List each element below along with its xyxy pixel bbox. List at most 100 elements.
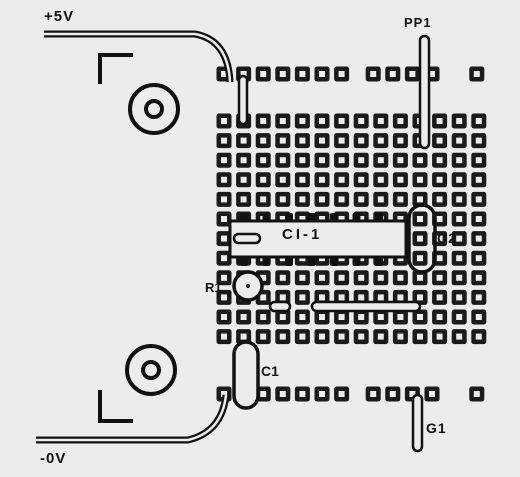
solder-pad <box>392 270 408 286</box>
solder-pad <box>255 329 271 345</box>
solder-pad <box>275 66 291 82</box>
solder-pad <box>451 329 467 345</box>
small-jumper <box>268 300 292 313</box>
solder-pad <box>216 211 232 227</box>
solder-pad <box>353 329 369 345</box>
solder-pad <box>236 309 252 325</box>
minus-0v-label: -0V <box>40 450 67 467</box>
top-rail-jumper <box>237 74 249 126</box>
solder-pad <box>275 191 291 207</box>
solder-pad <box>275 386 291 402</box>
solder-pad <box>275 152 291 168</box>
solder-pad <box>365 386 381 402</box>
solder-pad <box>314 172 330 188</box>
plus-5v-label: +5V <box>44 8 75 25</box>
solder-pad <box>451 289 467 305</box>
capacitor-c1 <box>232 340 260 410</box>
solder-pad <box>385 386 401 402</box>
solder-pad <box>294 133 310 149</box>
solder-pad <box>334 270 350 286</box>
solder-pad <box>216 329 232 345</box>
solder-pad <box>451 172 467 188</box>
solder-pad <box>392 113 408 129</box>
solder-pad <box>469 66 485 82</box>
solder-pad <box>236 191 252 207</box>
solder-pad <box>451 152 467 168</box>
solder-pad <box>236 152 252 168</box>
solder-pad <box>255 133 271 149</box>
solder-pad <box>294 289 310 305</box>
solder-pad <box>294 152 310 168</box>
c1-label: C1 <box>261 363 279 379</box>
solder-pad <box>412 309 428 325</box>
solder-pad <box>275 113 291 129</box>
solder-pad <box>275 270 291 286</box>
solder-pad <box>471 172 487 188</box>
solder-pad <box>373 191 389 207</box>
solder-pad <box>373 309 389 325</box>
solder-pad <box>471 191 487 207</box>
solder-pad <box>373 113 389 129</box>
solder-pad <box>365 66 381 82</box>
solder-pad <box>412 172 428 188</box>
solder-pad <box>373 270 389 286</box>
solder-pad <box>255 66 271 82</box>
solder-pad <box>334 329 350 345</box>
solder-pad <box>432 113 448 129</box>
solder-pad <box>432 270 448 286</box>
g1-terminal-wire <box>411 393 424 453</box>
solder-pad <box>334 152 350 168</box>
solder-pad <box>432 191 448 207</box>
solder-pad <box>412 152 428 168</box>
solder-pad <box>294 386 310 402</box>
solder-pad <box>432 172 448 188</box>
solder-pad <box>275 309 291 325</box>
solder-pad <box>392 329 408 345</box>
solder-pad <box>216 172 232 188</box>
solder-pad <box>294 191 310 207</box>
mounting-hole-top <box>128 83 180 135</box>
solder-pad <box>236 133 252 149</box>
ic-pin <box>307 257 316 266</box>
solder-pad <box>471 231 487 247</box>
solder-pad <box>216 191 232 207</box>
solder-pad <box>451 191 467 207</box>
solder-pad <box>314 386 330 402</box>
solder-pad <box>451 113 467 129</box>
solder-pad <box>451 211 467 227</box>
solder-pad <box>471 152 487 168</box>
solder-pad <box>469 386 485 402</box>
solder-pad <box>255 152 271 168</box>
solder-pad <box>471 309 487 325</box>
solder-pad <box>412 270 428 286</box>
solder-pad <box>471 329 487 345</box>
solder-pad <box>216 133 232 149</box>
solder-pad <box>432 152 448 168</box>
solder-pad <box>275 172 291 188</box>
solder-pad <box>294 329 310 345</box>
solder-pad <box>314 133 330 149</box>
solder-pad <box>353 191 369 207</box>
solder-pad <box>451 309 467 325</box>
solder-pad <box>451 270 467 286</box>
c2-label: C2 <box>437 230 457 246</box>
solder-pad <box>255 113 271 129</box>
solder-pad <box>216 270 232 286</box>
solder-pad <box>275 133 291 149</box>
minus-0v-wire <box>36 394 230 444</box>
solder-pad <box>412 191 428 207</box>
solder-pad <box>353 172 369 188</box>
solder-pad <box>471 289 487 305</box>
solder-pad <box>314 191 330 207</box>
solder-pad <box>334 133 350 149</box>
mounting-hole-bottom <box>125 344 177 396</box>
pp1-terminal-wire <box>418 34 431 150</box>
solder-pad <box>216 113 232 129</box>
solder-pad <box>294 309 310 325</box>
solder-pad <box>412 211 428 227</box>
ci1-label: CI-1 <box>282 226 323 243</box>
solder-pad <box>314 329 330 345</box>
solder-pad <box>353 152 369 168</box>
solder-pad <box>451 133 467 149</box>
